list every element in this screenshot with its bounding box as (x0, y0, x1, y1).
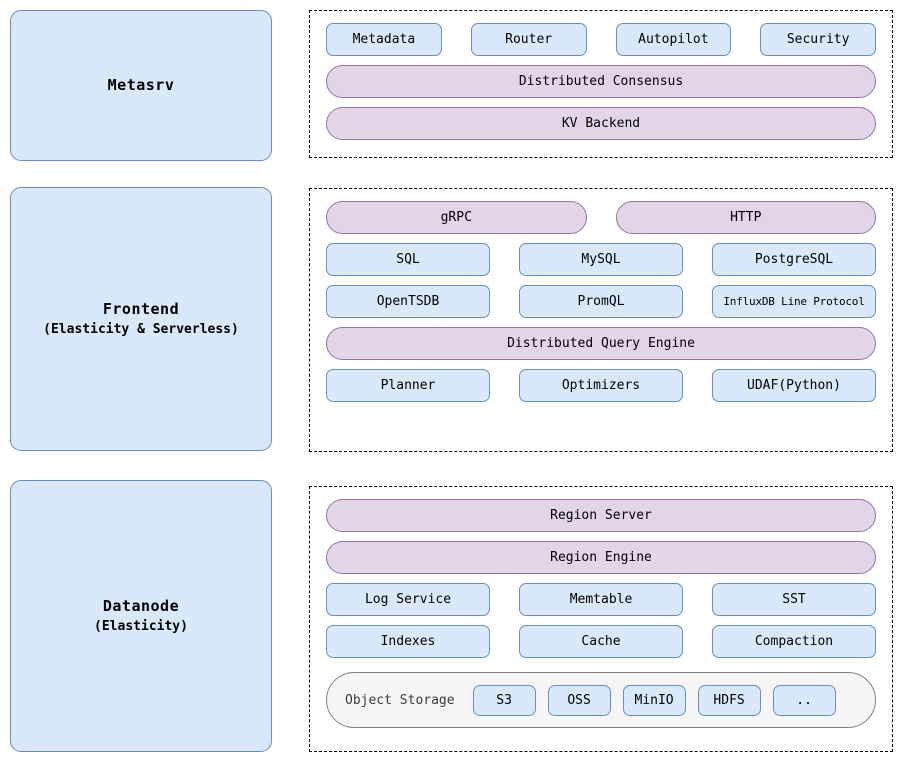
component-row: Distributed Query Engine (326, 327, 876, 360)
component-opentsdb[interactable]: OpenTSDB (326, 285, 490, 318)
role-subtitle: (Elasticity & Serverless) (43, 321, 239, 337)
component-memtable[interactable]: Memtable (519, 583, 683, 616)
component-http[interactable]: HTTP (615, 201, 876, 234)
storage-provider-hdfs[interactable]: HDFS (697, 684, 761, 716)
component-row: Distributed Consensus (326, 65, 876, 98)
component-row: SQL MySQL PostgreSQL (326, 243, 876, 276)
role-title: Frontend (102, 300, 180, 319)
component-row: OpenTSDB PromQL InfluxDB Line Protocol (326, 285, 876, 318)
storage-provider-more[interactable]: .. (772, 684, 836, 716)
component-row: gRPC HTTP (326, 201, 876, 234)
component-postgresql[interactable]: PostgreSQL (712, 243, 876, 276)
component-grpc[interactable]: gRPC (326, 201, 587, 234)
component-sql[interactable]: SQL (326, 243, 490, 276)
component-influxdb-line-protocol[interactable]: InfluxDB Line Protocol (712, 285, 876, 318)
role-box-metasrv[interactable]: Metasrv (10, 10, 272, 161)
component-autopilot[interactable]: Autopilot (615, 23, 732, 56)
component-compaction[interactable]: Compaction (712, 625, 876, 658)
object-storage-strip: Object Storage S3 OSS MinIO HDFS.. (326, 672, 876, 728)
component-row: KV Backend (326, 107, 876, 140)
storage-provider-s3[interactable]: S3 (472, 684, 536, 716)
component-optimizers[interactable]: Optimizers (519, 369, 683, 402)
component-row: Region Server (326, 499, 876, 532)
component-router[interactable]: Router (470, 23, 587, 56)
component-security[interactable]: Security (760, 23, 876, 56)
component-udaf-python[interactable]: UDAF(Python) (712, 369, 876, 402)
component-row: Region Engine (326, 541, 876, 574)
storage-provider-oss[interactable]: OSS (547, 684, 611, 716)
role-box-frontend[interactable]: Frontend (Elasticity & Serverless) (10, 187, 272, 451)
component-row: Planner Optimizers UDAF(Python) (326, 369, 876, 402)
component-metadata[interactable]: Metadata (326, 23, 442, 56)
component-row: Indexes Cache Compaction (326, 625, 876, 658)
component-planner[interactable]: Planner (326, 369, 490, 402)
role-title: Metasrv (107, 76, 175, 95)
component-row: Log Service Memtable SST (326, 583, 876, 616)
storage-provider-minio[interactable]: MinIO (622, 684, 686, 716)
component-indexes[interactable]: Indexes (326, 625, 490, 658)
component-kv-backend[interactable]: KV Backend (326, 107, 876, 140)
component-distributed-consensus[interactable]: Distributed Consensus (326, 65, 876, 98)
object-storage-label: Object Storage (345, 692, 455, 708)
component-region-engine[interactable]: Region Engine (326, 541, 876, 574)
component-row: Metadata Router Autopilot Security (326, 23, 876, 56)
component-log-service[interactable]: Log Service (326, 583, 490, 616)
component-group-frontend: gRPC HTTP SQL MySQL PostgreSQL OpenTSDB PromQL… (309, 188, 893, 452)
component-cache[interactable]: Cache (519, 625, 683, 658)
component-distributed-query-engine[interactable]: Distributed Query Engine (326, 327, 876, 360)
component-region-server[interactable]: Region Server (326, 499, 876, 532)
role-title: Datanode (102, 597, 180, 616)
component-sst[interactable]: SST (712, 583, 876, 616)
role-subtitle: (Elasticity) (94, 618, 188, 634)
role-box-datanode[interactable]: Datanode (Elasticity) (10, 480, 272, 752)
component-mysql[interactable]: MySQL (519, 243, 683, 276)
component-promql[interactable]: PromQL (519, 285, 683, 318)
